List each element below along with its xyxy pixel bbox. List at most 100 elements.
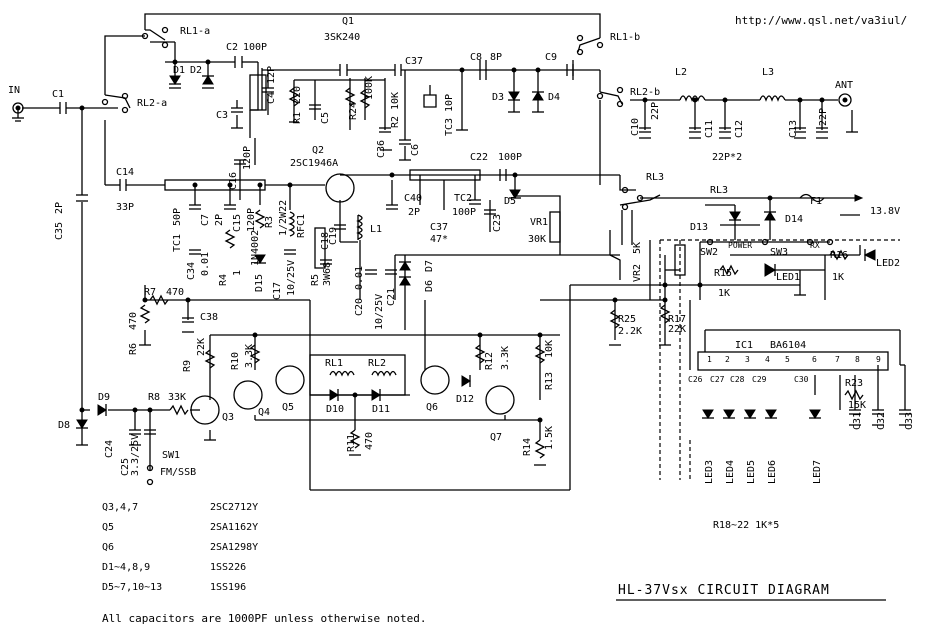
cap-c4 <box>262 87 274 93</box>
svg-text:FM/SSB: FM/SSB <box>160 467 196 478</box>
diode-d7 <box>399 276 411 286</box>
cap-c25 <box>144 429 156 435</box>
svg-text:1/2W22: 1/2W22 <box>278 200 289 236</box>
svg-text:D2: D2 <box>190 65 202 76</box>
trans-q3 <box>190 395 220 425</box>
svg-text:100P: 100P <box>498 152 522 163</box>
cap-c11 <box>689 127 701 133</box>
svg-text:0.01: 0.01 <box>200 252 211 276</box>
resistors <box>139 87 864 459</box>
inductors <box>288 85 786 377</box>
cap-c6 <box>399 139 411 145</box>
svg-text:1: 1 <box>707 355 712 364</box>
svg-text:TC2: TC2 <box>454 193 472 204</box>
cap-c9 <box>566 64 574 76</box>
cap-q1out <box>339 64 348 76</box>
relay-contacts <box>101 26 834 486</box>
parts-part-4: 1SS196 <box>210 582 246 593</box>
svg-text:C12: C12 <box>734 120 745 138</box>
ant-connector <box>838 93 852 107</box>
svg-text:R24: R24 <box>348 102 359 120</box>
svg-text:C29: C29 <box>752 375 767 384</box>
in-connector <box>12 102 24 114</box>
capacitor-note: All capacitors are 1000PF unless otherwi… <box>102 612 427 625</box>
svg-text:C13: C13 <box>788 120 799 138</box>
label-13-8v: 13.8V <box>870 206 900 217</box>
svg-text:C36: C36 <box>376 140 387 158</box>
capacitors <box>129 87 911 435</box>
svg-text:R15: R15 <box>714 268 732 279</box>
cap-c35 <box>76 194 88 202</box>
cap-c20 <box>365 269 377 275</box>
cap-c18 <box>320 259 332 265</box>
svg-text:C1: C1 <box>52 89 64 100</box>
svg-text:L2: L2 <box>675 67 687 78</box>
svg-text:100K: 100K <box>364 76 375 100</box>
svg-text:RL1-a: RL1-a <box>180 26 210 37</box>
svg-text:C28: C28 <box>730 375 745 384</box>
parts-list: Q3,4,7 2SC2712Y Q5 2SA1162Y Q6 2SA1298Y … <box>102 502 427 625</box>
svg-text:C24: C24 <box>104 440 115 458</box>
parts-part-0: 2SC2712Y <box>210 502 258 513</box>
svg-text:R14: R14 <box>522 438 533 456</box>
diode-d2 <box>202 75 214 85</box>
svg-text:D13: D13 <box>690 222 708 233</box>
diagram-title: HL-37Vsx CIRCUIT DIAGRAM <box>618 583 830 598</box>
svg-text:RX: RX <box>810 241 820 250</box>
diode-d9 <box>97 404 107 416</box>
svg-text:C30: C30 <box>794 375 809 384</box>
parts-ref-4: D5~7,10~13 <box>102 582 162 593</box>
cap-c2 <box>234 56 243 68</box>
svg-text:30K: 30K <box>528 234 546 245</box>
parts-ref-2: Q6 <box>102 542 114 553</box>
diode-d4 <box>532 91 544 101</box>
cap-c3 <box>231 107 243 113</box>
res-r14 <box>534 439 546 459</box>
parts-part-1: 2SA1162Y <box>210 522 258 533</box>
res-r16 <box>829 249 849 261</box>
svg-text:C37: C37 <box>430 222 448 233</box>
svg-text:2: 2 <box>725 355 730 364</box>
svg-text:R25: R25 <box>618 314 636 325</box>
svg-text:R3: R3 <box>264 216 275 228</box>
svg-text:D3: D3 <box>492 92 504 103</box>
led-led3 <box>702 409 714 419</box>
svg-text:Q2: Q2 <box>312 145 324 156</box>
svg-text:F1: F1 <box>810 196 822 207</box>
svg-text:TC1: TC1 <box>172 234 183 252</box>
svg-text:50P: 50P <box>172 208 183 226</box>
cap-c12 <box>719 127 731 133</box>
svg-text:RL3: RL3 <box>710 185 728 196</box>
svg-text:R8: R8 <box>148 392 160 403</box>
svg-text:1K: 1K <box>832 272 844 283</box>
svg-text:C26: C26 <box>688 375 703 384</box>
svg-text:2SC1946A: 2SC1946A <box>290 158 338 169</box>
svg-text:D1: D1 <box>173 65 185 76</box>
svg-text:10K: 10K <box>544 340 555 358</box>
svg-text:D6: D6 <box>424 280 435 292</box>
svg-text:C10: C10 <box>630 118 641 136</box>
cap-c37 <box>394 64 402 76</box>
svg-text:RL1-b: RL1-b <box>610 32 640 43</box>
svg-text:L1: L1 <box>370 224 382 235</box>
transistors <box>190 74 515 425</box>
svg-text:C4: C4 <box>266 92 277 104</box>
svg-text:22K: 22K <box>668 324 686 335</box>
cap-c34 <box>189 249 201 255</box>
svg-text:120P: 120P <box>246 208 257 232</box>
svg-text:LED4: LED4 <box>725 460 736 484</box>
res-r9 <box>204 349 216 369</box>
svg-text:1N4002: 1N4002 <box>250 230 261 266</box>
svg-text:R17: R17 <box>668 314 686 325</box>
res-r5 <box>314 227 326 269</box>
wiring <box>17 13 906 491</box>
svg-text:R10: R10 <box>230 352 241 370</box>
res-vr1 <box>549 211 561 243</box>
svg-text:R18~22 1K*5: R18~22 1K*5 <box>713 520 779 531</box>
trans-q2 <box>325 173 355 203</box>
svg-text:1K: 1K <box>718 288 730 299</box>
connectors <box>12 93 864 203</box>
svg-text:R1: R1 <box>292 112 303 124</box>
labels: http://www.qsl.net/va3iul/ IN ANT 13.8V … <box>8 14 907 531</box>
